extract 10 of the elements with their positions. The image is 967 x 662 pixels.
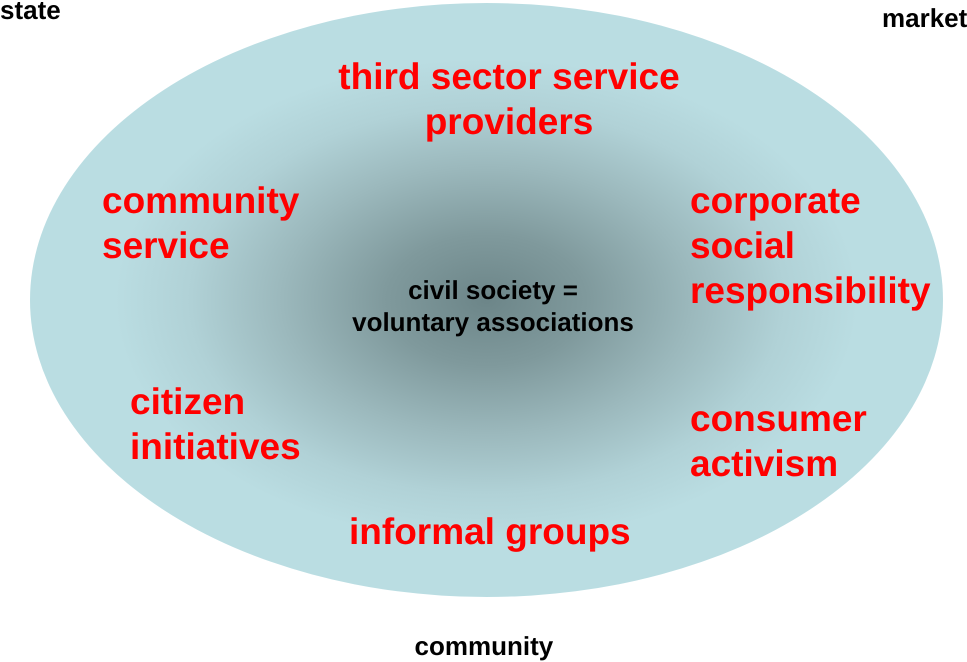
sector-label: citizen initiatives (130, 380, 302, 469)
pole-label: state (0, 0, 61, 24)
sector-label: corporate social responsibility (690, 179, 932, 313)
pole-label: community (414, 632, 554, 660)
pole-label: market (882, 4, 967, 32)
sector-label: community service (102, 179, 300, 268)
center-label: civil society = voluntary associations (351, 274, 635, 338)
sector-label: third sector service providers (337, 55, 681, 144)
sector-label: consumer activism (690, 397, 868, 486)
sector-label: informal groups (349, 510, 631, 554)
